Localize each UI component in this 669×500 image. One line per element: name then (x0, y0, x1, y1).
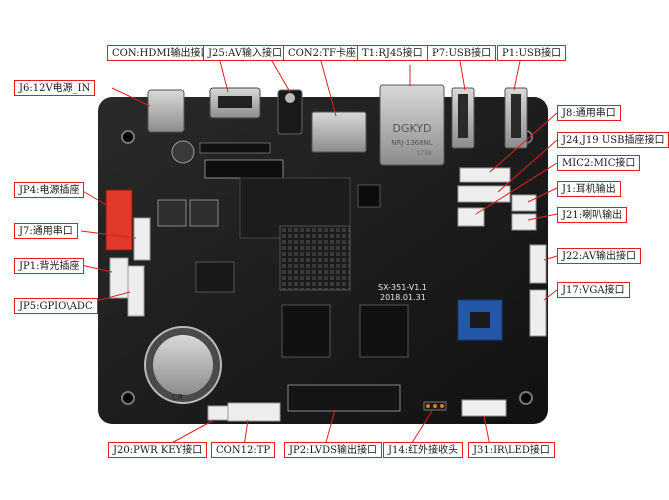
label-j22: J22:AV输出接口 (557, 248, 642, 264)
label-p7: P7:USB接口 (427, 45, 497, 61)
ir-pin (426, 404, 430, 408)
coin-battery-face (153, 335, 213, 395)
label-j17: J17:VGA接口 (557, 282, 630, 298)
label-jp4: JP4:电源插座 (14, 182, 85, 198)
mount-hole (519, 391, 533, 405)
rj45-code: 1738 (416, 150, 431, 157)
battery-mark: CR (172, 393, 184, 402)
label-jp1: JP1:背光插座 (14, 258, 85, 274)
label-t1: T1:RJ45接口 (357, 45, 428, 61)
label-j21: J21:喇叭输出 (557, 207, 628, 223)
aux-chip (357, 184, 381, 208)
earphone-connector (511, 194, 537, 212)
rj45-port (379, 84, 445, 166)
label-con2: CON2:TF卡座 (283, 45, 361, 61)
label-j1: J1:耳机输出 (557, 181, 621, 197)
label-j7: J7:通用串口 (14, 223, 78, 239)
label-con-hdmi: CON:HDMI输出接口 (107, 45, 216, 61)
gpio-connector (127, 265, 145, 317)
inductor (157, 199, 187, 227)
label-j8: J8:通用串口 (557, 105, 621, 121)
power-socket (105, 189, 133, 251)
board-date: 2018.01.31 (380, 293, 426, 302)
label-j6: J6:12V电源_IN (14, 80, 96, 96)
mount-hole (121, 130, 135, 144)
mount-hole (121, 391, 135, 405)
label-j25: J25:AV输入接口 (203, 45, 288, 61)
heatsink (279, 225, 351, 291)
lvds-header (287, 384, 401, 412)
speaker-connector (511, 213, 537, 231)
board-model: SX-351-V1.1 (378, 283, 427, 292)
pin-header-top (199, 142, 271, 154)
uart-connector-left (133, 217, 151, 261)
ffc-connector (204, 159, 284, 179)
mic-connector (457, 207, 485, 227)
label-j24: J24,J19 USB插座接口 (557, 132, 669, 148)
uart-connector-j8 (459, 167, 511, 183)
tp-connector (227, 402, 281, 422)
rj45-part: NRJ-1368NL (391, 139, 432, 147)
inductor (189, 199, 219, 227)
label-j31: J31:IR\LED接口 (468, 442, 555, 458)
dc-jack (147, 89, 185, 133)
vga-connector (529, 289, 547, 337)
ram-chip (281, 304, 331, 358)
usb-p1-tongue (511, 94, 521, 138)
ir-pin (433, 404, 437, 408)
label-j14: J14:红外接收头 (383, 442, 464, 458)
av-in-jack (277, 89, 303, 135)
label-p1: P1:USB接口 (497, 45, 567, 61)
hdmi-inner (218, 96, 252, 108)
flash-chip (195, 261, 235, 293)
usb-header (457, 185, 511, 203)
ram-chip (359, 304, 409, 358)
capacitor (171, 140, 195, 164)
label-jp2: JP2:LVDS输出接口 (284, 442, 383, 458)
pwr-key-connector (207, 405, 229, 421)
usb-p7-tongue (458, 94, 468, 138)
label-mic2: MIC2:MIC接口 (557, 155, 641, 171)
label-jp5: JP5:GPIO\ADC (14, 298, 98, 314)
ir-pin (440, 404, 444, 408)
ir-led-connector (461, 399, 507, 417)
rj45-brand: DGKYD (392, 122, 431, 135)
label-j20: J20:PWR KEY接口 (108, 442, 208, 458)
av-out-connector (529, 244, 547, 284)
label-con12: CON12:TP (211, 442, 276, 458)
av-jack-hole (285, 93, 295, 103)
backlight-connector (109, 257, 129, 299)
tf-slot (311, 111, 367, 153)
wifi-module-chip (470, 312, 490, 328)
